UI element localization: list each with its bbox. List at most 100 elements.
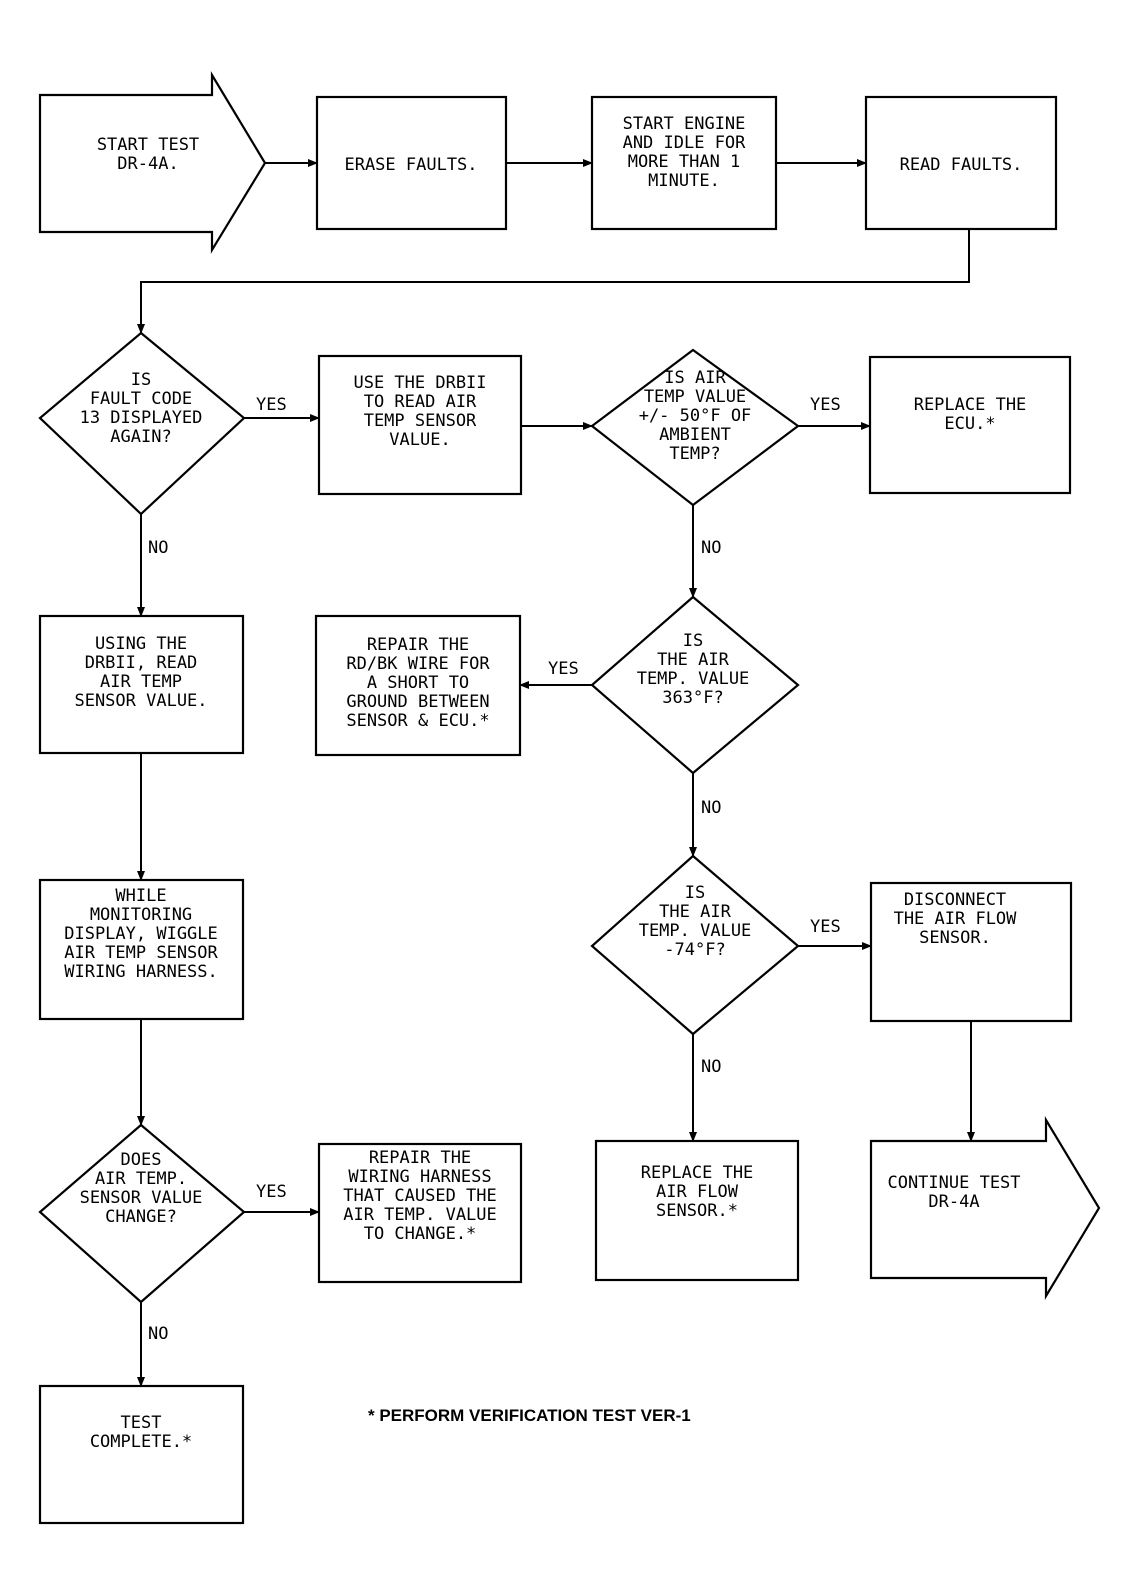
disconnect-line: DISCONNECT — [904, 890, 1006, 910]
q-fault13-line: IS — [131, 370, 151, 390]
wiggle-line: AIR TEMP SENSOR — [64, 943, 218, 963]
using-drbii-line: DRBII, READ — [85, 653, 198, 673]
use-drbii-line: VALUE. — [389, 430, 450, 450]
repair-harness-line: AIR TEMP. VALUE — [343, 1205, 497, 1225]
edge-read-fault13 — [137, 229, 970, 334]
repair-rdbk-line: A SHORT TO — [367, 673, 469, 693]
q-neg74-line: TEMP. VALUE — [639, 921, 752, 941]
use-drbii-box — [317, 354, 523, 496]
use-drbii-line: TEMP SENSOR — [364, 411, 477, 431]
wiggle-line: WHILE — [115, 886, 166, 906]
q-fault13-line: AGAIN? — [110, 427, 171, 447]
using-drbii-line: SENSOR VALUE. — [74, 691, 207, 711]
q-change-line: SENSOR VALUE — [80, 1188, 203, 1208]
wiggle-line: MONITORING — [90, 905, 192, 925]
q-363-line: 363°F? — [662, 688, 723, 708]
replace-afs-line: SENSOR.* — [656, 1201, 738, 1221]
label-no-change: NO — [148, 1324, 168, 1344]
repair-harness-line: REPAIR THE — [369, 1148, 471, 1168]
replace-ecu-line: REPLACE THE — [914, 395, 1027, 415]
replace-afs-line: AIR FLOW — [656, 1182, 739, 1202]
idle-line: MORE THAN 1 — [628, 152, 741, 172]
q-363-line: TEMP. VALUE — [637, 669, 750, 689]
q-change-line: DOES — [121, 1150, 162, 1170]
complete-line: TEST — [121, 1413, 162, 1433]
repair-rdbk-line: GROUND BETWEEN — [346, 692, 489, 712]
erase-faults-text: ERASE FAULTS. — [344, 155, 477, 175]
replace-ecu-box — [868, 355, 1072, 495]
label-no-neg74: NO — [701, 1057, 721, 1077]
q-neg74-line: THE AIR — [659, 902, 731, 922]
using-drbii-line: AIR TEMP — [100, 672, 182, 692]
wiggle-box — [38, 878, 245, 1021]
label-no-plusminus: NO — [701, 538, 721, 558]
continue-arrow-shape — [869, 1116, 1101, 1300]
replace-ecu-line: ECU.* — [944, 414, 995, 434]
q-change-line: CHANGE? — [105, 1207, 177, 1227]
erase-line: ERASE FAULTS. — [344, 155, 477, 175]
complete-line: COMPLETE.* — [90, 1432, 192, 1452]
disconnect-line: SENSOR. — [919, 928, 991, 948]
label-no-fault13: NO — [148, 538, 168, 558]
repair-harness-line: TO CHANGE.* — [364, 1224, 477, 1244]
continue-line: CONTINUE TEST — [887, 1173, 1020, 1193]
q-363-line: THE AIR — [657, 650, 729, 670]
label-yes-plusminus: YES — [810, 395, 841, 415]
repair-rdbk-line: RD/BK WIRE FOR — [346, 654, 490, 674]
q-change-line: AIR TEMP. — [95, 1169, 187, 1189]
start-line: START TEST — [97, 135, 199, 155]
repair-rdbk-line: SENSOR & ECU.* — [346, 711, 489, 731]
replace-afs-line: REPLACE THE — [641, 1163, 754, 1183]
repair-rdbk-line: REPAIR THE — [367, 635, 469, 655]
read-faults-text: READ FAULTS. — [900, 155, 1023, 175]
test-complete-box — [38, 1384, 245, 1525]
repair-harness-box — [317, 1142, 523, 1284]
using-drbii-line: USING THE — [95, 634, 187, 654]
q-363-line: IS — [683, 631, 703, 651]
use-drbii-line: USE THE DRBII — [353, 373, 486, 393]
read-line: READ FAULTS. — [900, 155, 1023, 175]
idle-line: START ENGINE — [623, 114, 746, 134]
q-plusminus-line: TEMP? — [669, 444, 720, 464]
q-plusminus-line: TEMP VALUE — [644, 387, 746, 407]
label-yes-neg74: YES — [810, 917, 841, 937]
use-drbii-line: TO READ AIR — [364, 392, 477, 412]
repair-harness-line: WIRING HARNESS — [348, 1167, 491, 1187]
q-neg74-line: -74°F? — [664, 940, 725, 960]
erase-faults-box — [315, 95, 508, 231]
idle-line: AND IDLE FOR — [623, 133, 747, 153]
start-line: DR-4A. — [117, 154, 178, 174]
disconnect-line: THE AIR FLOW — [894, 909, 1018, 929]
wiggle-line: DISPLAY, WIGGLE — [64, 924, 218, 944]
q-neg74-line: IS — [685, 883, 705, 903]
q-plusminus-line: +/- 50°F OF — [639, 406, 752, 426]
label-yes-363: YES — [548, 659, 579, 679]
q-plusminus-line: AMBIENT — [659, 425, 731, 445]
idle-line: MINUTE. — [648, 171, 720, 191]
label-yes-fault13: YES — [256, 395, 287, 415]
continue-line: DR-4A — [928, 1192, 979, 1212]
q-fault13-line: 13 DISPLAYED — [80, 408, 203, 428]
repair-harness-line: THAT CAUSED THE — [343, 1186, 497, 1206]
read-faults-box — [864, 95, 1058, 231]
verification-footnote: * PERFORM VERIFICATION TEST VER-1 — [368, 1406, 691, 1425]
using-drbii-box — [38, 614, 245, 755]
label-no-363: NO — [701, 798, 721, 818]
wiggle-line: WIRING HARNESS. — [64, 962, 218, 982]
q-plusminus-line: IS AIR — [664, 368, 726, 388]
